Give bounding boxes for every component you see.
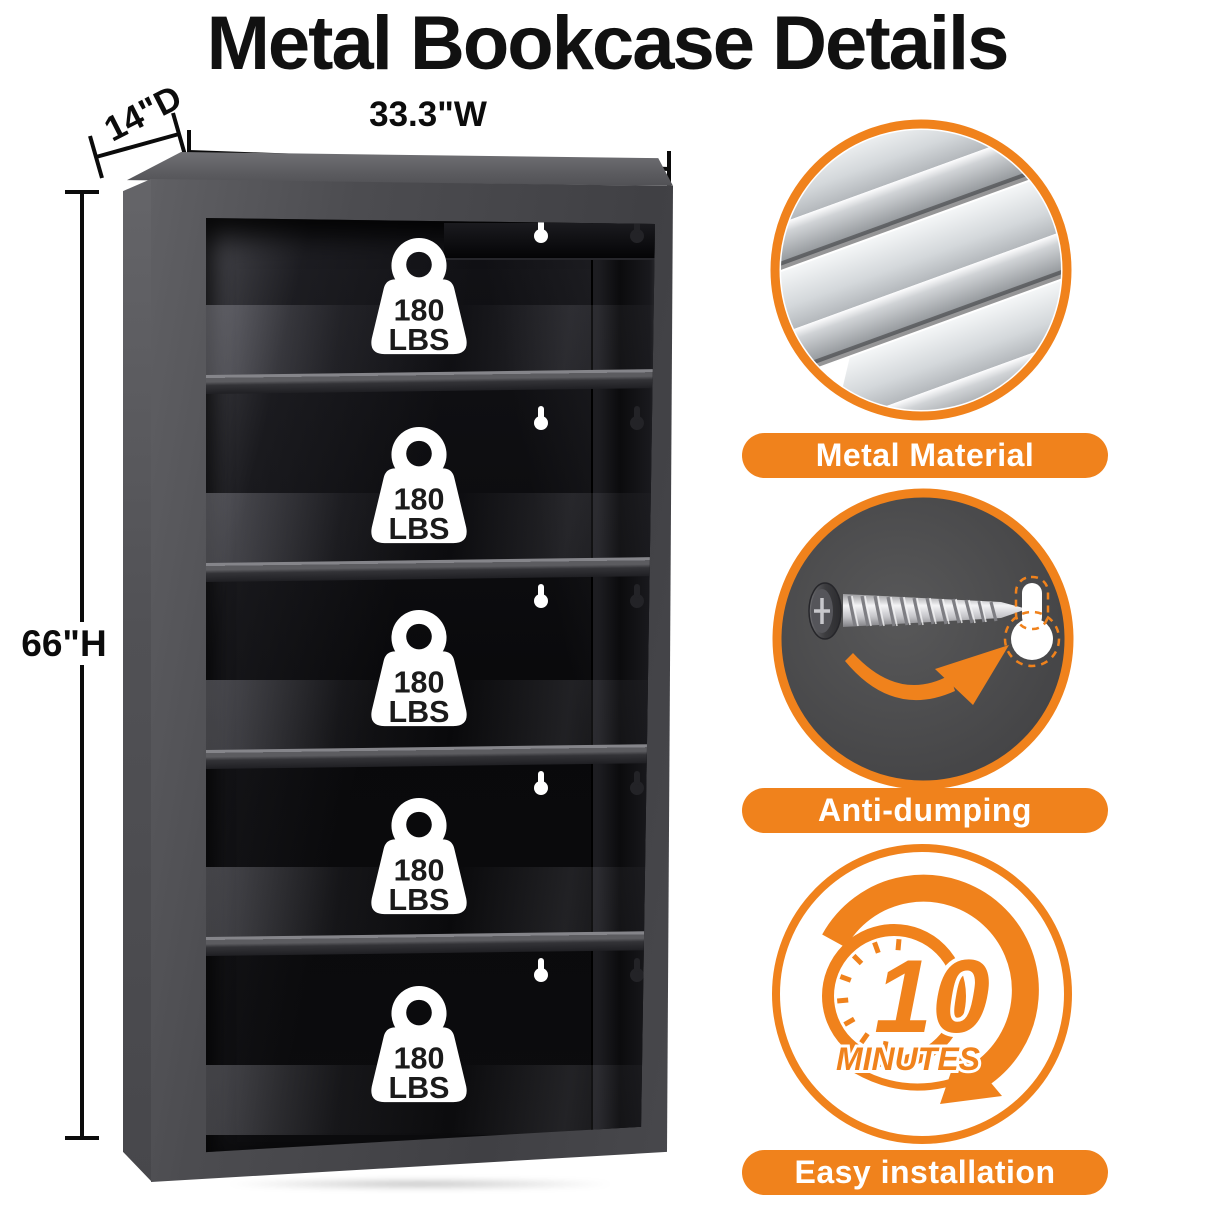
svg-text:180: 180 bbox=[394, 483, 445, 517]
clock-number: 10 bbox=[874, 939, 990, 1055]
weight-icon: 180 LBS bbox=[371, 610, 467, 729]
weight-capacity-badge: 180 LBS bbox=[360, 236, 478, 364]
screw-icon bbox=[808, 575, 1061, 705]
svg-text:LBS: LBS bbox=[389, 323, 450, 357]
keyhole-mount-slot bbox=[534, 584, 548, 608]
metal-sheets-icon bbox=[770, 119, 1072, 421]
svg-text:LBS: LBS bbox=[389, 883, 450, 917]
weight-capacity-badge: 180 LBS bbox=[360, 984, 478, 1112]
page-title: Metal Bookcase Details bbox=[206, 1, 1010, 86]
weight-icon: 180 LBS bbox=[371, 986, 467, 1105]
svg-text:180: 180 bbox=[394, 294, 445, 328]
keyhole-mount-slot bbox=[534, 771, 548, 795]
svg-text:180: 180 bbox=[394, 854, 445, 888]
height-dimension-label: 66"H bbox=[16, 622, 112, 665]
feature-label-easy-installation: Easy installation bbox=[742, 1150, 1108, 1195]
svg-text:180: 180 bbox=[394, 666, 445, 700]
keyhole-mount-slot-back bbox=[630, 771, 644, 795]
keyhole-mount-slot bbox=[534, 219, 548, 243]
keyhole-mount-slot-back bbox=[630, 958, 644, 982]
keyhole-icon bbox=[1003, 575, 1061, 668]
weight-icon: 180 LBS bbox=[371, 798, 467, 917]
keyhole-mount-slot bbox=[534, 958, 548, 982]
curved-arrow-icon bbox=[845, 645, 1009, 705]
weight-capacity-badge: 180 LBS bbox=[360, 608, 478, 736]
weight-icon: 180 LBS bbox=[371, 427, 467, 546]
feature-label-metal-material: Metal Material bbox=[742, 433, 1108, 478]
keyhole-mount-slot bbox=[534, 406, 548, 430]
cabinet-opening: 180 LBS 180 LBS 180 LBS 180 LBS bbox=[206, 218, 655, 1153]
clock-10-minutes-icon: 10 MINUTES bbox=[772, 844, 1072, 1144]
keyhole-mount-slot-back bbox=[630, 584, 644, 608]
svg-text:LBS: LBS bbox=[389, 695, 450, 729]
weight-icon: 180 LBS bbox=[371, 238, 467, 357]
cabinet-left-side bbox=[123, 179, 151, 1181]
keyhole-mount-slot-back bbox=[630, 406, 644, 430]
clock-unit: MINUTES bbox=[836, 1041, 981, 1077]
weight-capacity-badge: 180 LBS bbox=[360, 796, 478, 924]
weight-capacity-badge: 180 LBS bbox=[360, 425, 478, 553]
keyhole-mount-slot-back bbox=[630, 219, 644, 243]
svg-text:LBS: LBS bbox=[389, 1071, 450, 1105]
cabinet-floor-shadow bbox=[140, 1176, 700, 1192]
svg-text:LBS: LBS bbox=[389, 512, 450, 546]
width-dimension-label: 33.3"W bbox=[369, 95, 487, 134]
feature-label-anti-dumping: Anti-dumping bbox=[742, 788, 1108, 833]
cabinet-top-rail bbox=[444, 223, 655, 260]
depth-dimension-label: 14"D bbox=[98, 77, 188, 150]
svg-text:180: 180 bbox=[394, 1042, 445, 1076]
anti-dumping-icon bbox=[772, 488, 1074, 790]
